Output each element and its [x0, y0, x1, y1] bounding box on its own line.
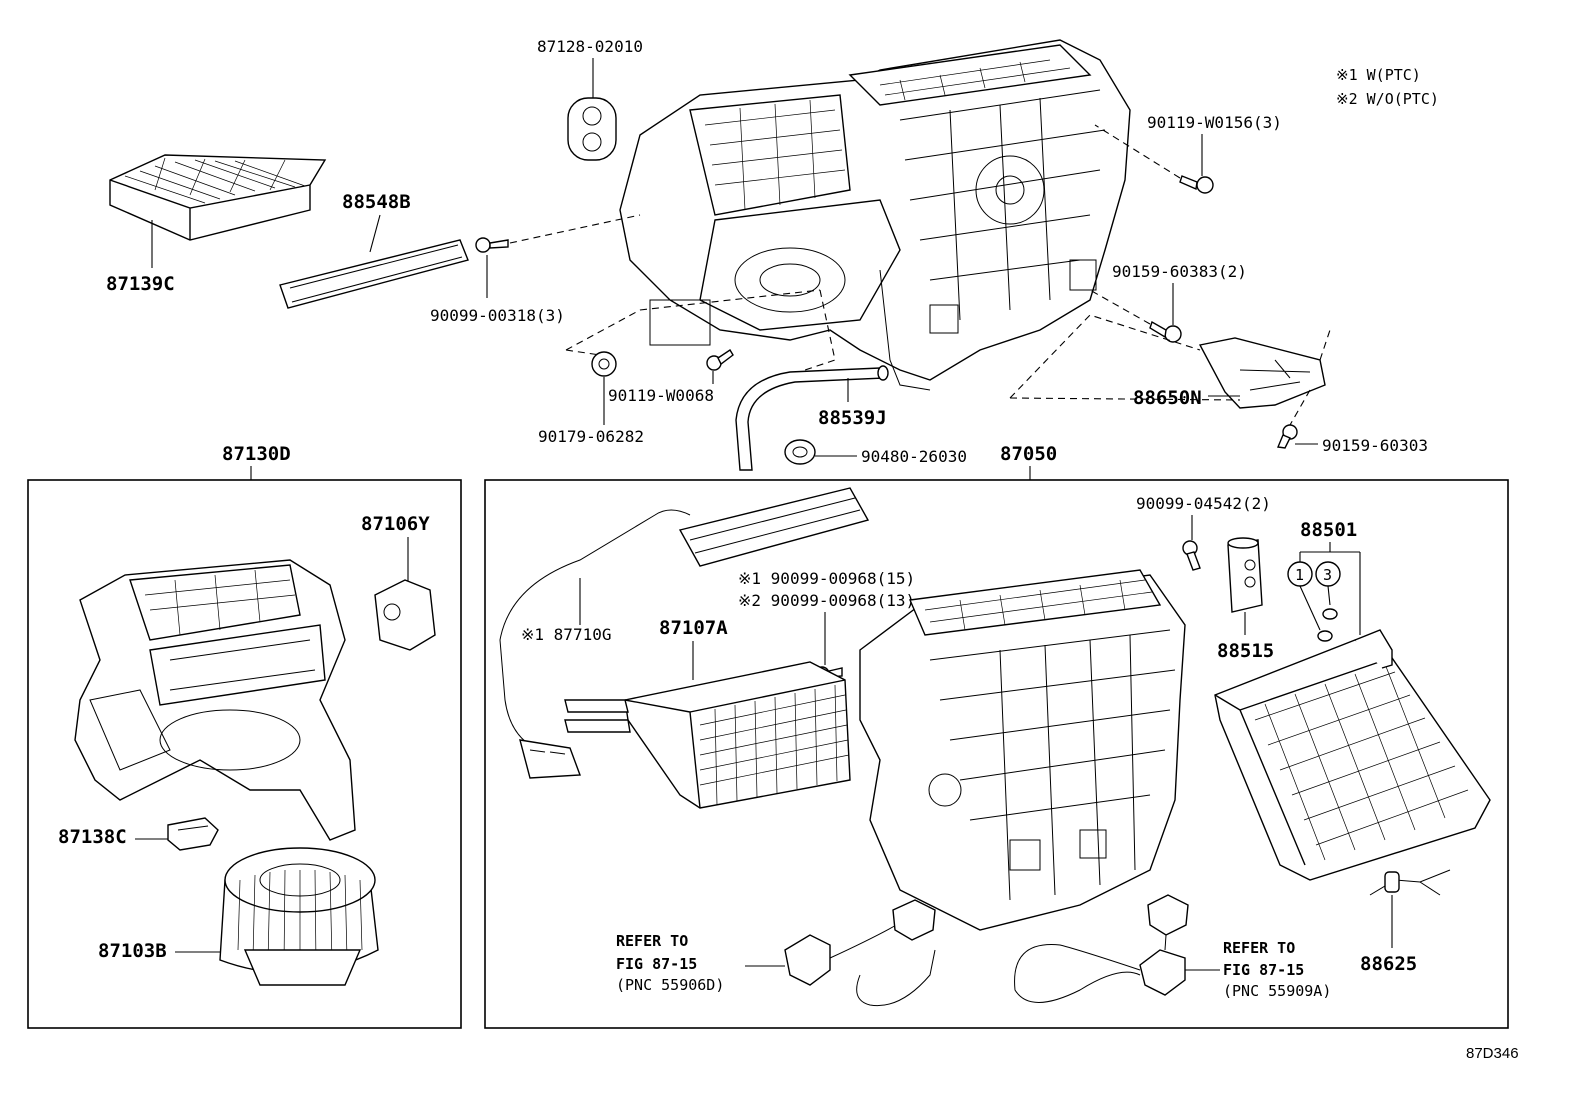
servo-motor-87106Y [374, 579, 436, 651]
evaporator [1214, 629, 1491, 881]
label-90099-04542: 90099-04542(2) [1136, 494, 1271, 513]
refer-left-line2: FIG 87-15 [616, 955, 697, 973]
label-90179-06282: 90179-06282 [538, 427, 644, 446]
label-88625: 88625 [1360, 953, 1417, 975]
screw-90099-00318 [475, 237, 509, 253]
o-ring-1 [1317, 630, 1333, 642]
legend-ptc: ※1 W(PTC) [1336, 66, 1421, 84]
blower-assembly-87130D [74, 559, 356, 841]
label-87710G: ※1 87710G [521, 625, 611, 644]
label-87103B: 87103B [98, 940, 167, 962]
diagram-id: 87D346 [1466, 1045, 1519, 1062]
box-87130D [27, 479, 462, 1029]
label-87139C: 87139C [106, 273, 175, 295]
svg-text:1: 1 [1295, 566, 1304, 584]
refer-right-line1: REFER TO [1223, 939, 1295, 957]
label-87138C: 87138C [58, 826, 127, 848]
drain-hose-88539J [735, 365, 889, 471]
blower-motor-87103B [219, 847, 379, 986]
label-87128-02010: 87128-02010 [537, 37, 643, 56]
filter-87139C [109, 154, 327, 241]
screw-90099-04542 [1182, 540, 1201, 571]
screw-90119-W0068 [706, 349, 734, 371]
label-90159-60303: 90159-60303 [1322, 436, 1428, 455]
label-90099-00968-ptc: ※1 90099-00968(15) [738, 569, 915, 588]
expansion-valve-88515 [1227, 537, 1263, 613]
heater-unit-assembly-top [619, 39, 1131, 391]
grommet-90480-26030 [784, 439, 816, 465]
refer-left-line1: REFER TO [616, 932, 688, 950]
label-88548B: 88548B [342, 191, 411, 213]
screw-90159-60383 [1149, 320, 1182, 343]
ptc-heater-87710G [499, 487, 870, 779]
label-88515: 88515 [1217, 640, 1274, 662]
washer-90179-06282 [591, 351, 617, 377]
refer-right-line2: FIG 87-15 [1223, 961, 1304, 979]
screw-90119-W0156 [1179, 175, 1214, 194]
refer-left-line3: (PNC 55906D) [616, 976, 724, 994]
label-88539J: 88539J [818, 407, 887, 429]
thermistor-88625 [1369, 869, 1451, 896]
heater-core-87107A [564, 661, 851, 809]
label-90119-W0068: 90119-W0068 [608, 386, 714, 405]
svg-text:3: 3 [1323, 566, 1332, 584]
label-87130D: 87130D [222, 443, 291, 465]
cover-88548B [279, 239, 469, 309]
label-87107A: 87107A [659, 617, 728, 639]
resistor-87138C [167, 817, 219, 851]
heater-case-87050 [859, 569, 1186, 931]
screw-90159-60303 [1277, 424, 1298, 449]
grommet-87128 [567, 97, 617, 161]
label-90099-00968-no-ptc: ※2 90099-00968(13) [738, 591, 915, 610]
legend-no-ptc: ※2 W/O(PTC) [1336, 90, 1439, 108]
box-87050 [484, 479, 1509, 1029]
label-88501: 88501 [1300, 519, 1357, 541]
o-ring-3 [1322, 608, 1338, 620]
circle-ref-1: 1 [1287, 561, 1313, 587]
label-90480-26030: 90480-26030 [861, 447, 967, 466]
label-90099-00318: 90099-00318(3) [430, 306, 565, 325]
harness-55906D [784, 899, 936, 1007]
label-87050: 87050 [1000, 443, 1057, 465]
refer-right-line3: (PNC 55909A) [1223, 982, 1331, 1000]
label-90119-W0156: 90119-W0156(3) [1147, 113, 1282, 132]
harness-55909A [1014, 894, 1189, 1003]
label-87106Y: 87106Y [361, 513, 430, 535]
label-88650N: 88650N [1133, 387, 1202, 409]
circle-ref-3: 3 [1315, 561, 1341, 587]
label-90159-60383: 90159-60383(2) [1112, 262, 1247, 281]
amplifier-88650N [1198, 337, 1326, 409]
